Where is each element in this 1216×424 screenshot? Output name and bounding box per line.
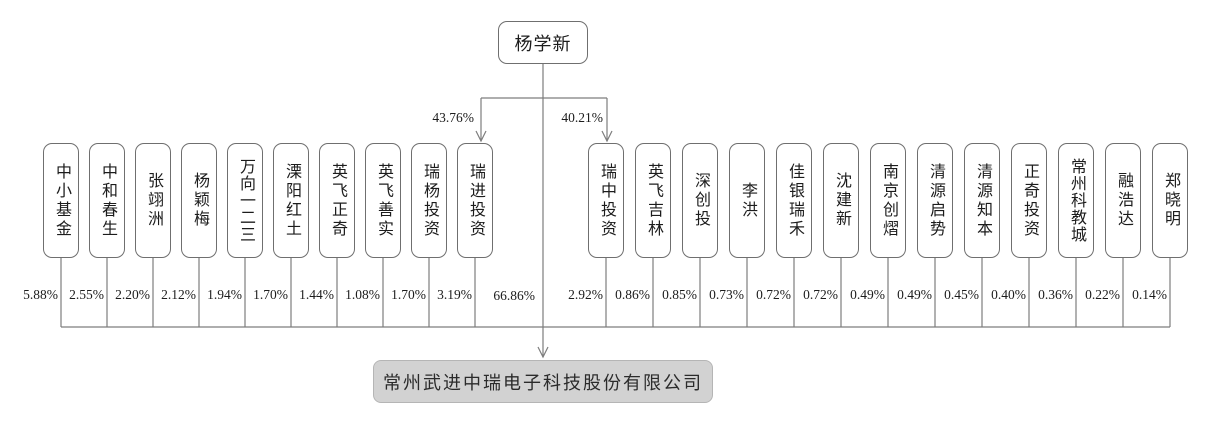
shareholder-pct-label: 0.72% [803,287,838,302]
shareholder-name: 溧阳红土 [283,162,300,239]
shareholder-pct-label: 0.73% [709,287,744,302]
shareholder-name: 南京创熠 [880,162,897,239]
shareholder-pct-label: 2.12% [161,287,196,302]
shareholder-box: 瑞杨投资 [411,143,447,258]
shareholder-name: 郑晓明 [1162,172,1179,229]
shareholder-name: 李洪 [739,181,756,220]
shareholder-name: 中和春生 [99,162,116,239]
shareholder-name: 清源启势 [927,162,944,239]
shareholder-box: 张翊洲 [135,143,171,258]
shareholder-pct-label: 0.45% [944,287,979,302]
shareholder-name: 张翊洲 [145,172,162,229]
shareholder-name: 中小基金 [53,162,70,239]
shareholder-pct-label: 1.94% [207,287,242,302]
shareholder-name: 正奇投资 [1021,162,1038,239]
arrowhead-icon [601,130,613,143]
arrowhead-icon [475,130,487,143]
shareholder-box: 瑞中投资 [588,143,624,258]
company-node: 常州武进中瑞电子科技股份有限公司 [373,360,713,403]
shareholder-box: 万向一二三 [227,143,263,258]
branch-pct-left: 43.76% [432,110,474,125]
shareholder-box: 佳银瑞禾 [776,143,812,258]
shareholder-box: 郑晓明 [1152,143,1188,258]
shareholder-box: 正奇投资 [1011,143,1047,258]
shareholder-name: 沈建新 [833,172,850,229]
shareholder-pct-label: 3.19% [437,287,472,302]
shareholder-box: 英飞吉林 [635,143,671,258]
shareholder-pct-label: 0.85% [662,287,697,302]
branch-pct-right: 40.21% [561,110,603,125]
shareholder-pct-label: 0.49% [897,287,932,302]
shareholder-name: 万向一二三 [237,158,254,243]
shareholder-pct-label: 0.22% [1085,287,1120,302]
shareholder-pct-label: 2.92% [568,287,603,302]
shareholder-box: 英飞正奇 [319,143,355,258]
direct-holding-pct: 66.86% [493,288,535,303]
shareholder-box: 清源启势 [917,143,953,258]
shareholder-name: 深创投 [692,172,709,229]
shareholder-pct-label: 1.08% [345,287,380,302]
shareholder-name: 融浩达 [1115,172,1132,229]
shareholder-box: 中和春生 [89,143,125,258]
shareholder-pct-label: 5.88% [23,287,58,302]
shareholder-name: 杨颖梅 [191,172,208,229]
shareholder-box: 中小基金 [43,143,79,258]
shareholder-box: 清源知本 [964,143,1000,258]
shareholder-name: 瑞杨投资 [421,162,438,239]
shareholder-box: 李洪 [729,143,765,258]
company-name: 常州武进中瑞电子科技股份有限公司 [383,372,703,393]
shareholder-box: 深创投 [682,143,718,258]
shareholder-box: 常州科教城 [1058,143,1094,258]
shareholder-pct-label: 2.20% [115,287,150,302]
shareholder-pct-label: 0.36% [1038,287,1073,302]
shareholder-box: 融浩达 [1105,143,1141,258]
shareholder-pct-label: 0.86% [615,287,650,302]
shareholder-pct-label: 2.55% [69,287,104,302]
shareholder-pct-label: 0.40% [991,287,1026,302]
shareholder-box: 溧阳红土 [273,143,309,258]
shareholder-pct-label: 0.49% [850,287,885,302]
shareholder-pct-label: 1.70% [391,287,426,302]
shareholder-name: 瑞进投资 [467,162,484,239]
shareholder-pct-label: 0.14% [1132,287,1167,302]
controller-node: 杨学新 [498,21,588,64]
shareholder-box: 沈建新 [823,143,859,258]
shareholder-name: 瑞中投资 [598,162,615,239]
shareholder-name: 清源知本 [974,162,991,239]
shareholder-name: 英飞吉林 [645,162,662,239]
shareholder-name: 英飞正奇 [329,162,346,239]
shareholder-name: 佳银瑞禾 [786,162,803,239]
shareholder-box: 南京创熠 [870,143,906,258]
shareholder-box: 英飞善实 [365,143,401,258]
shareholder-pct-label: 1.70% [253,287,288,302]
arrowhead-icon [537,346,549,359]
shareholder-name: 常州科教城 [1068,158,1085,243]
controller-name: 杨学新 [514,33,572,54]
shareholder-name: 英飞善实 [375,162,392,239]
shareholder-box: 瑞进投资 [457,143,493,258]
shareholder-box: 杨颖梅 [181,143,217,258]
shareholder-pct-label: 0.72% [756,287,791,302]
shareholder-pct-label: 1.44% [299,287,334,302]
